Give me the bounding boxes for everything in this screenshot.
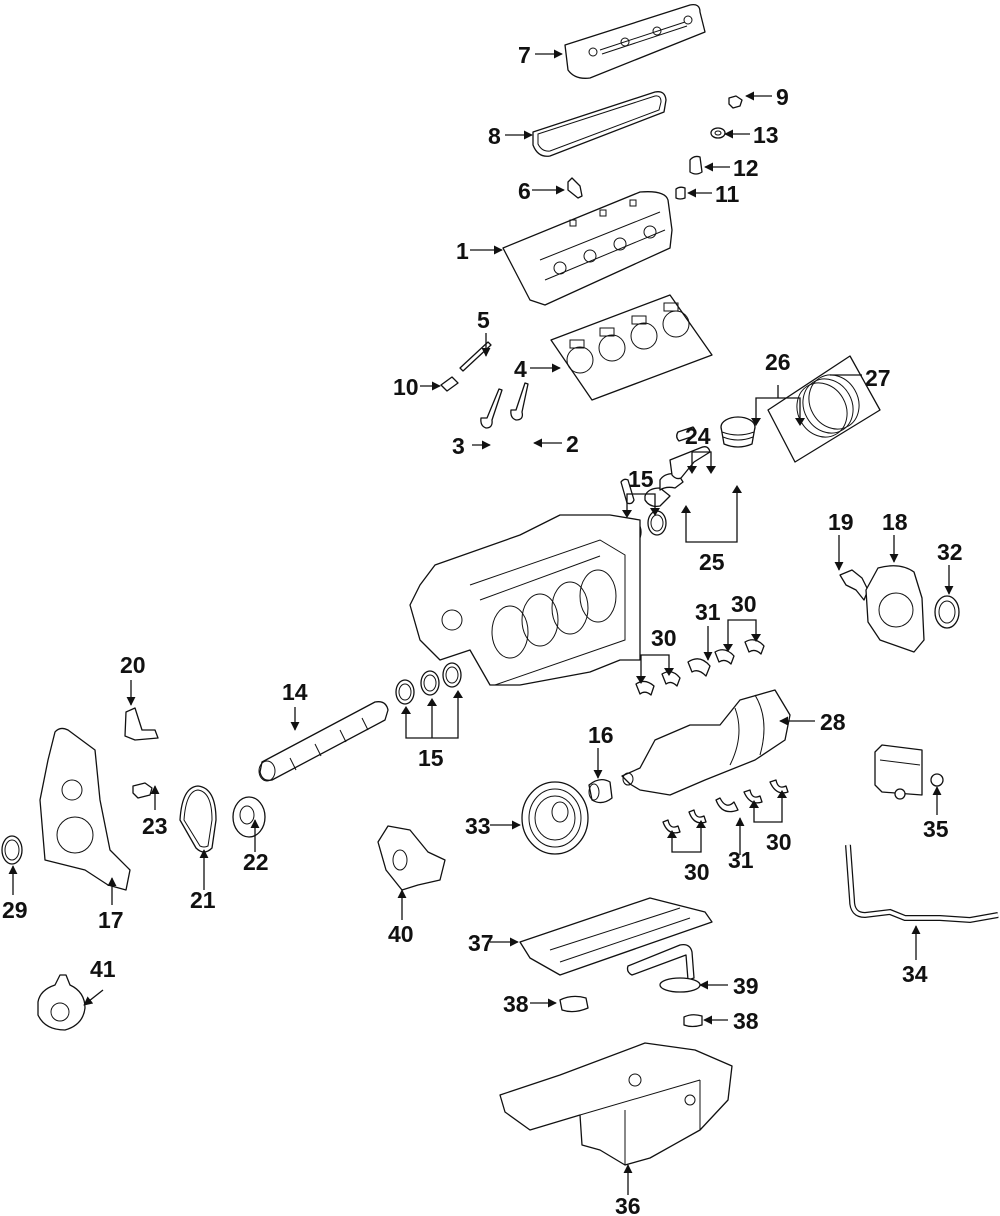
callout-26[interactable]: 26 [765, 349, 791, 375]
callout-10[interactable]: 10 [393, 374, 419, 400]
callout-30-lower-left[interactable]: 30 [684, 859, 710, 885]
callout-15-lower[interactable]: 15 [418, 745, 444, 771]
part-rear-cover-gasket[interactable] [839, 569, 869, 601]
part-engine-block[interactable] [409, 514, 641, 686]
part-cam-bearings-lower[interactable] [395, 662, 462, 705]
callout-31-lower[interactable]: 31 [728, 847, 754, 873]
callout-12[interactable]: 12 [733, 155, 759, 181]
part-piston[interactable] [720, 416, 756, 448]
callout-3[interactable]: 3 [452, 433, 465, 459]
leader-lines [8, 49, 954, 1195]
part-crank-sprocket[interactable] [588, 778, 613, 804]
part-connecting-rod[interactable] [669, 446, 711, 480]
part-piston-pin[interactable] [676, 426, 696, 442]
part-valve-cover[interactable] [564, 4, 706, 79]
callout-36[interactable]: 36 [615, 1193, 641, 1216]
part-valve-cover-gasket[interactable] [532, 91, 667, 157]
part-bolt[interactable] [728, 95, 743, 109]
callout-23[interactable]: 23 [142, 813, 168, 839]
callout-32[interactable]: 32 [937, 539, 963, 565]
callout-14[interactable]: 14 [282, 679, 308, 705]
part-rear-main-seal[interactable] [934, 595, 960, 629]
callout-40[interactable]: 40 [388, 921, 414, 947]
callout-29[interactable]: 29 [2, 897, 28, 923]
callout-20[interactable]: 20 [120, 652, 146, 678]
part-main-bearings-lower[interactable] [662, 779, 789, 834]
callout-8[interactable]: 8 [488, 123, 501, 149]
part-intake-valve[interactable] [510, 382, 529, 421]
callout-30-lower-right[interactable]: 30 [766, 829, 792, 855]
part-front-cover[interactable] [39, 727, 131, 891]
callout-41[interactable]: 41 [90, 956, 116, 982]
callout-13[interactable]: 13 [753, 122, 779, 148]
callout-39[interactable]: 39 [733, 973, 759, 999]
part-cylinder-head[interactable] [502, 191, 673, 306]
part-plug-left[interactable] [559, 995, 589, 1013]
part-plug-right[interactable] [683, 1014, 703, 1028]
callout-19[interactable]: 19 [828, 509, 854, 535]
part-oil-pump[interactable] [377, 825, 446, 891]
part-rod-cap[interactable] [620, 478, 635, 505]
callout-1[interactable]: 1 [456, 238, 469, 264]
callout-27[interactable]: 27 [865, 365, 891, 391]
callout-6[interactable]: 6 [518, 178, 531, 204]
callout-22[interactable]: 22 [243, 849, 269, 875]
callout-2[interactable]: 2 [566, 431, 579, 457]
callout-37[interactable]: 37 [468, 930, 494, 956]
callout-24[interactable]: 24 [685, 423, 711, 449]
callout-31-upper[interactable]: 31 [695, 599, 721, 625]
callout-35[interactable]: 35 [923, 816, 949, 842]
part-exhaust-valve[interactable] [480, 388, 503, 429]
callout-33[interactable]: 33 [465, 813, 491, 839]
part-lifter-guide[interactable] [689, 155, 703, 175]
callout-17[interactable]: 17 [98, 907, 124, 933]
callout-7[interactable]: 7 [518, 42, 531, 68]
callout-16[interactable]: 16 [588, 722, 614, 748]
callout-30-upper-left[interactable]: 30 [651, 625, 677, 651]
part-lifter[interactable] [440, 376, 459, 392]
callout-5[interactable]: 5 [477, 307, 490, 333]
callout-18[interactable]: 18 [882, 509, 908, 535]
part-dipstick-tube[interactable] [845, 844, 999, 924]
part-water-pump[interactable] [37, 974, 86, 1031]
callout-30-upper-right[interactable]: 30 [731, 591, 757, 617]
callout-38-left[interactable]: 38 [503, 991, 529, 1017]
callout-38-right[interactable]: 38 [733, 1008, 759, 1034]
callout-34[interactable]: 34 [902, 961, 928, 987]
part-crankshaft[interactable] [621, 689, 791, 796]
part-head-gasket[interactable] [550, 294, 713, 401]
callout-15-upper[interactable]: 15 [628, 466, 654, 492]
part-piston-rings[interactable] [767, 355, 881, 463]
callout-21[interactable]: 21 [190, 887, 216, 913]
part-oil-pan[interactable] [499, 1042, 733, 1166]
part-plug[interactable] [675, 186, 686, 200]
part-oil-cooler[interactable] [874, 744, 944, 800]
callout-28[interactable]: 28 [820, 709, 846, 735]
part-sensor-bracket[interactable] [124, 707, 159, 741]
callout-4[interactable]: 4 [514, 356, 527, 382]
callout-labels: 7 8 9 13 12 6 11 1 5 4 10 3 2 26 27 24 1… [2, 42, 963, 1216]
part-oil-pickup-tube[interactable] [626, 944, 701, 993]
callout-9[interactable]: 9 [776, 84, 789, 110]
callout-25[interactable]: 25 [699, 549, 725, 575]
part-washer[interactable] [710, 127, 726, 139]
part-camshaft[interactable] [258, 701, 389, 782]
part-front-crank-seal[interactable] [1, 835, 23, 865]
part-harmonic-balancer[interactable] [521, 781, 589, 855]
part-oil-pan-baffle[interactable] [519, 897, 713, 976]
part-cam-bolt[interactable] [132, 782, 153, 799]
part-rocker-arm[interactable] [567, 177, 583, 199]
part-timing-chain[interactable] [179, 785, 217, 853]
callout-11[interactable]: 11 [715, 181, 740, 207]
part-rear-cover[interactable] [865, 565, 925, 653]
part-cam-sprocket[interactable] [232, 796, 266, 838]
